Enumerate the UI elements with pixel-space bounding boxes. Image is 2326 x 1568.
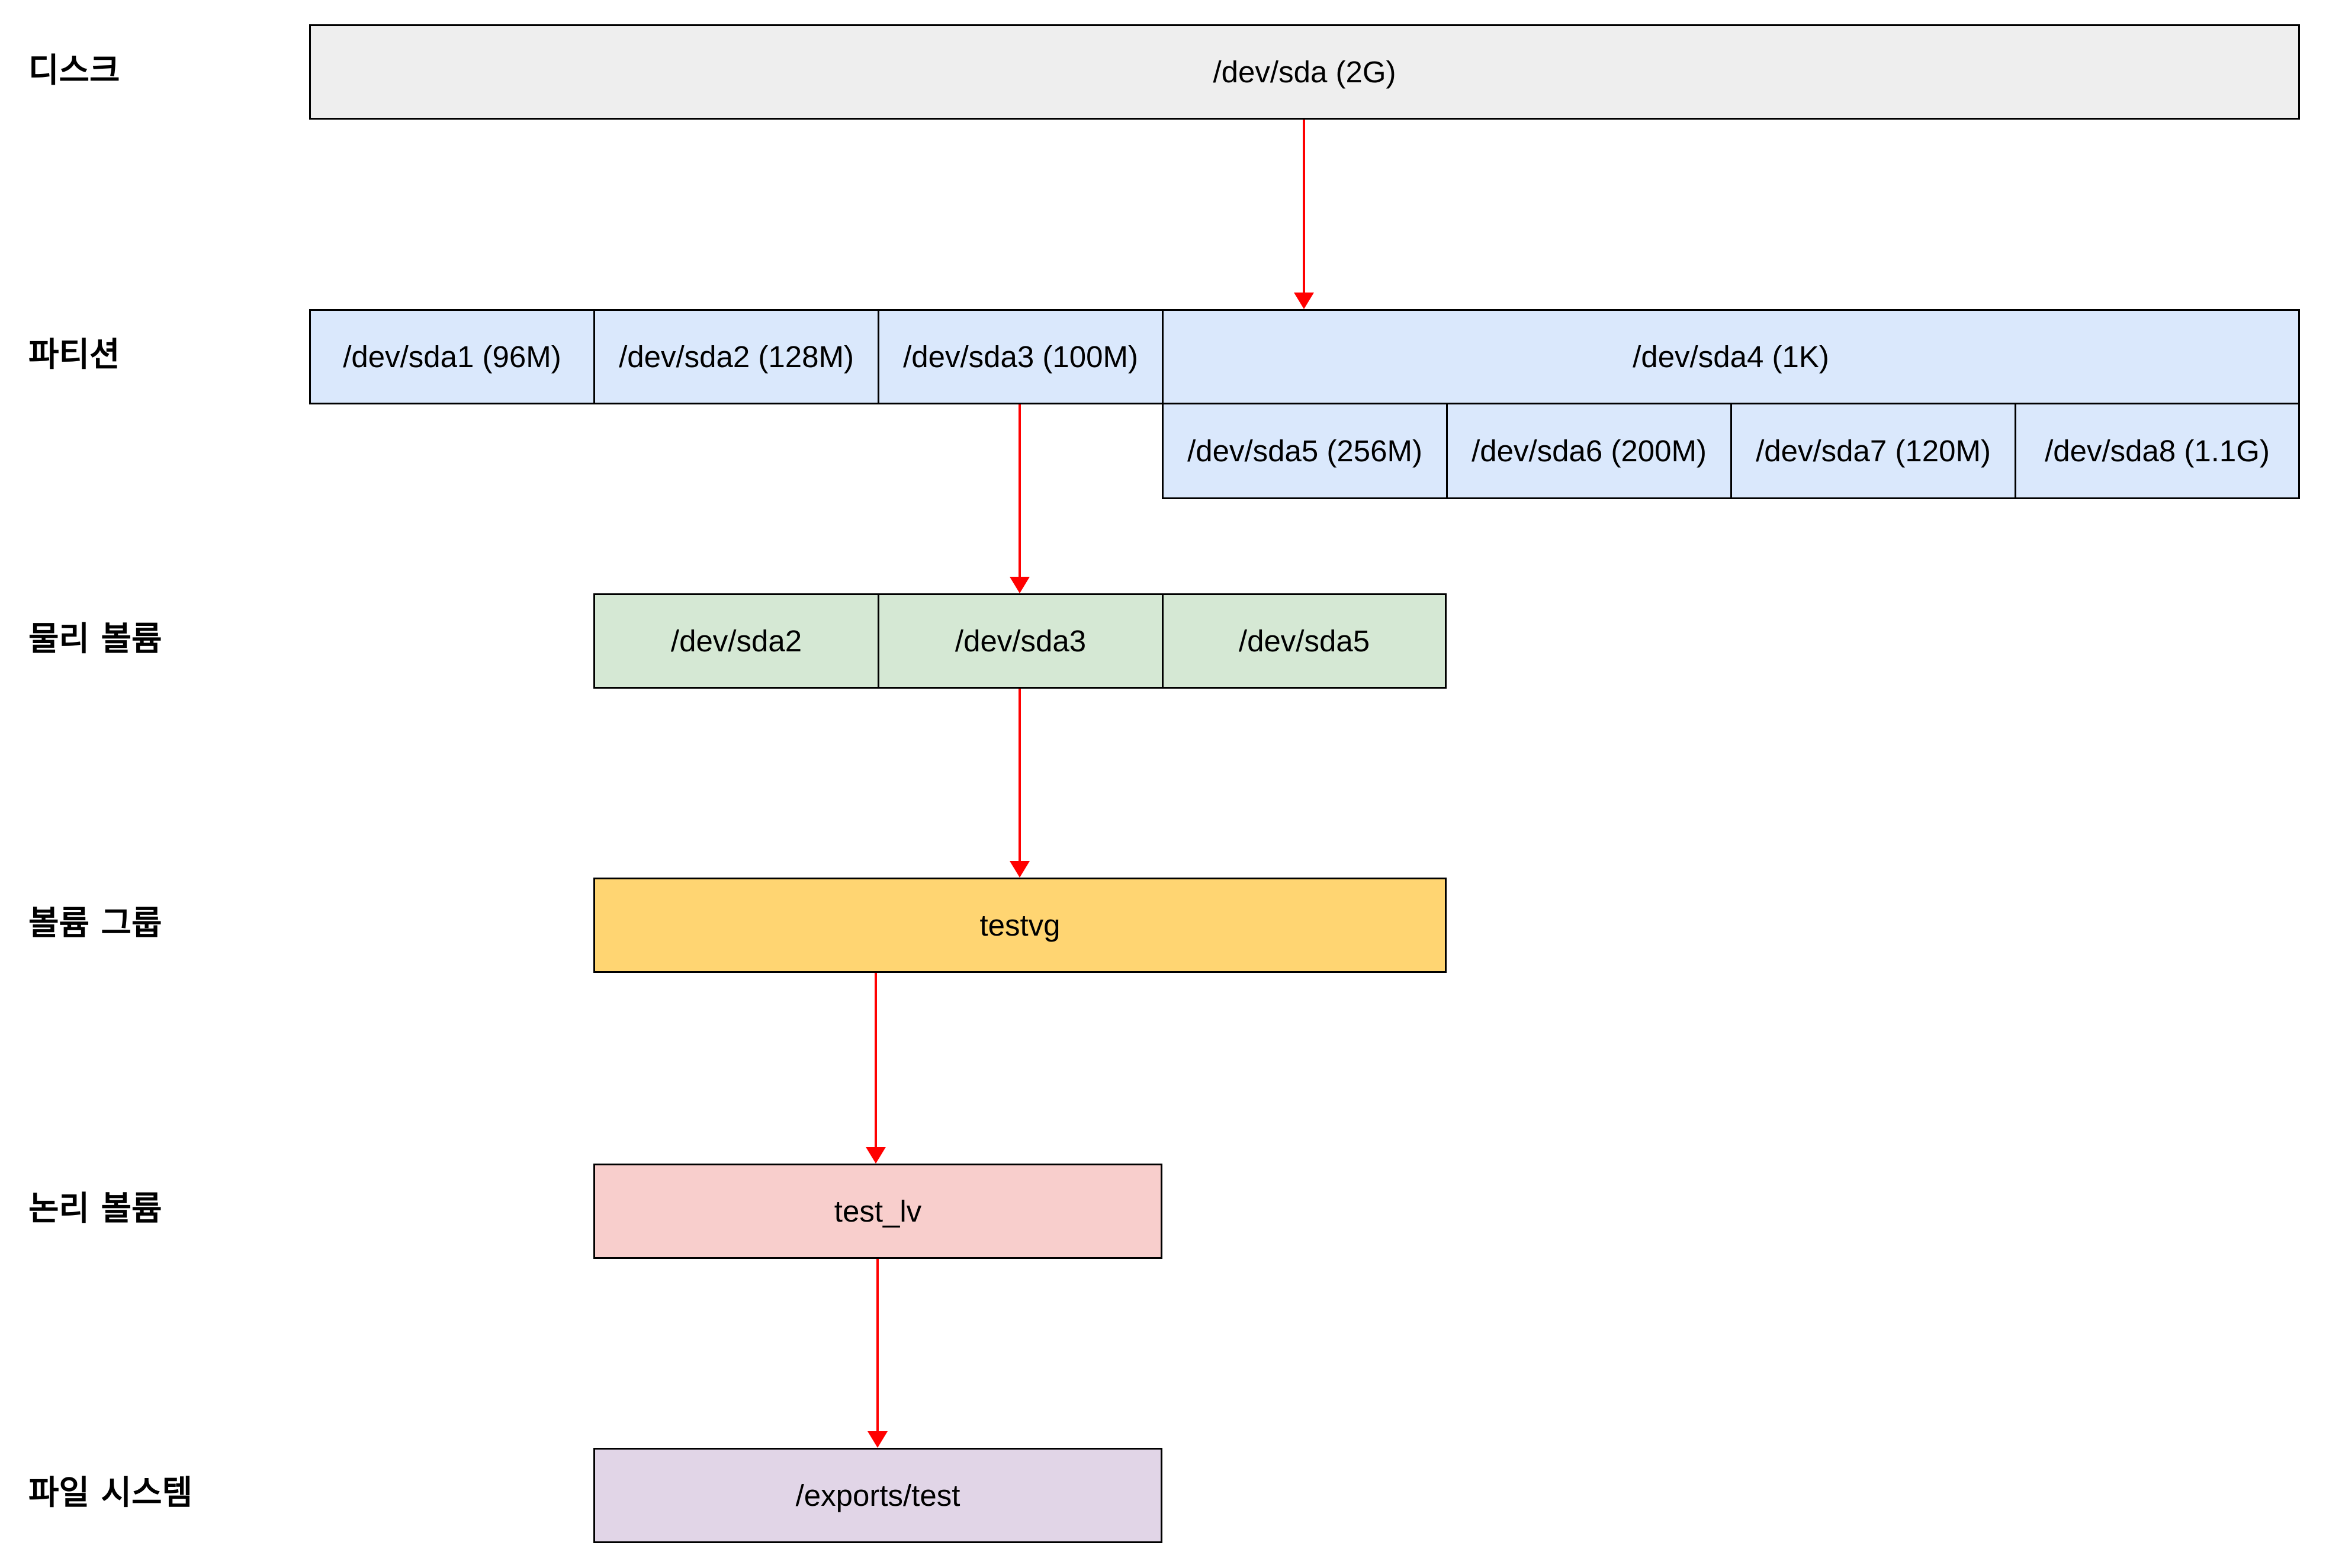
- partition-sda3: /dev/sda3 (100M): [878, 309, 1164, 404]
- partition-sda7: /dev/sda7 (120M): [1730, 403, 2016, 499]
- partition-sda8: /dev/sda8 (1.1G): [2015, 403, 2300, 499]
- arrow-disk-to-sda4: [1294, 120, 1314, 309]
- partition-sda6: /dev/sda6 (200M): [1446, 403, 1732, 499]
- label-file-system: 파일 시스템: [28, 1474, 193, 1512]
- label-disk: 디스크: [28, 52, 120, 90]
- file-system-exports-test: /exports/test: [593, 1448, 1162, 1543]
- partition-sda2: /dev/sda2 (128M): [593, 309, 879, 404]
- physical-volume-sda2: /dev/sda2: [593, 593, 879, 689]
- partition-sda4: /dev/sda4 (1K): [1162, 309, 2300, 404]
- arrow-sda3-to-pv: [1010, 404, 1030, 593]
- partition-sda1: /dev/sda1 (96M): [309, 309, 595, 404]
- label-partition: 파티션: [28, 336, 120, 374]
- physical-volume-sda5: /dev/sda5: [1162, 593, 1447, 689]
- label-volume-group: 볼륨 그룹: [28, 904, 162, 943]
- label-physical-volume: 물리 볼륨: [28, 620, 162, 658]
- arrow-vg-to-lv: [866, 973, 886, 1164]
- physical-volume-sda3: /dev/sda3: [878, 593, 1164, 689]
- volume-group-testvg: testvg: [593, 878, 1447, 973]
- logical-volume-test-lv: test_lv: [593, 1164, 1162, 1259]
- arrow-lv-to-fs: [868, 1259, 888, 1448]
- label-logical-volume: 논리 볼륨: [28, 1190, 162, 1228]
- arrow-pv-to-vg: [1010, 689, 1030, 878]
- disk-sda: /dev/sda (2G): [309, 24, 2300, 120]
- partition-sda5: /dev/sda5 (256M): [1162, 403, 1448, 499]
